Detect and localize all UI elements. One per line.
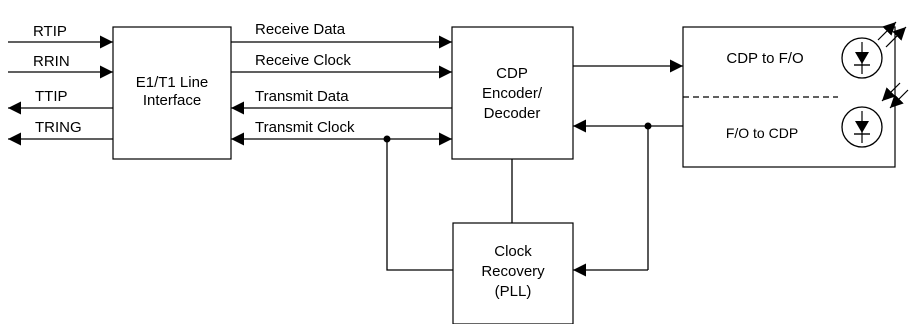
rrin-label: RRIN: [33, 53, 70, 70]
cdp-codec-block: [451, 26, 574, 160]
transmit-data-label: Transmit Data: [255, 88, 349, 105]
line-interface-block: [112, 26, 232, 160]
clock-recovery-label-3: (PLL): [495, 283, 532, 300]
photodiode-icon: [841, 106, 883, 148]
line-interface-label-2: Interface: [143, 92, 201, 109]
cdp-to-fo-label: CDP to F/O: [726, 50, 803, 67]
cdp-codec-label-1: CDP: [496, 65, 528, 82]
receive-data-label: Receive Data: [255, 21, 346, 38]
tx-clock-to-pll-line: [386, 139, 453, 271]
clock-recovery-label-2: Recovery: [481, 263, 545, 280]
cdp-codec-label-3: Decoder: [484, 105, 541, 122]
light-reception-icon: [881, 82, 909, 109]
fo-to-cdp-label: F/O to CDP: [726, 125, 798, 141]
tring-label: TRING: [35, 119, 82, 136]
receive-clock-label: Receive Clock: [255, 52, 351, 69]
light-emission-icon: [877, 21, 907, 48]
clock-recovery-block: [452, 222, 574, 324]
clock-recovery-label-1: Clock: [494, 243, 532, 260]
transmit-clock-label: Transmit Clock: [255, 119, 355, 136]
led-icon: [841, 37, 883, 79]
line-interface-label-1: E1/T1 Line: [136, 74, 209, 91]
cdp-codec-label-2: Encoder/: [482, 85, 543, 102]
ttip-label: TTIP: [35, 88, 68, 105]
rtip-label: RTIP: [33, 23, 67, 40]
